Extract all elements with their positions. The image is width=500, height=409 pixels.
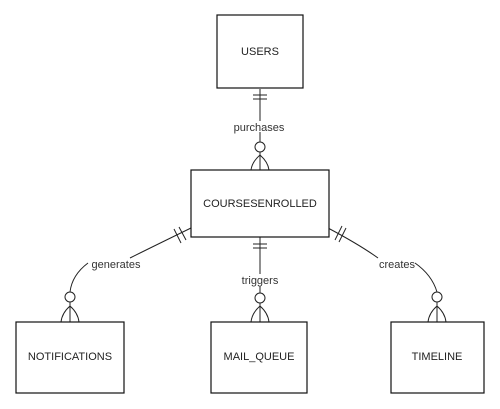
zero-mark [431, 291, 443, 303]
entity-users[interactable]: USERS [216, 14, 304, 89]
relationship-label-triggers: triggers [242, 275, 279, 287]
entity-timeline[interactable]: TIMELINE [390, 321, 485, 394]
connector-courses-timeline [327, 225, 447, 323]
connector-users-courses [250, 89, 270, 171]
crows-foot [436, 305, 447, 323]
entity-label-users: USERS [241, 46, 279, 58]
crows-foot [427, 305, 438, 323]
crows-foot [69, 305, 80, 323]
entity-mail-queue[interactable]: MAIL_QUEUE [210, 321, 308, 394]
entity-label-timeline: TIMELINE [412, 351, 463, 363]
one-mark [338, 227, 347, 243]
crows-foot [259, 154, 270, 171]
entity-courses-enrolled[interactable]: COURSESENROLLED [190, 169, 330, 238]
zero-mark [254, 141, 266, 153]
connector-courses-mail-queue [250, 237, 270, 323]
one-mark [173, 228, 182, 244]
crows-foot [259, 305, 270, 323]
entity-label-courses-enrolled: COURSESENROLLED [203, 198, 317, 210]
connector-courses-notifications [60, 226, 192, 323]
zero-mark [64, 291, 76, 303]
one-mark [334, 225, 343, 241]
crows-foot [60, 305, 71, 323]
entity-label-mail-queue: MAIL_QUEUE [224, 351, 295, 363]
crows-foot [250, 305, 261, 323]
relationship-label-purchases: purchases [234, 122, 285, 134]
zero-mark [254, 292, 266, 304]
entity-label-notifications: NOTIFICATIONS [28, 351, 112, 363]
entity-notifications[interactable]: NOTIFICATIONS [15, 321, 125, 394]
one-mark [178, 226, 187, 241]
crows-foot [250, 154, 261, 171]
relationship-label-generates: generates [92, 259, 141, 271]
relationship-label-creates: creates [379, 259, 416, 271]
